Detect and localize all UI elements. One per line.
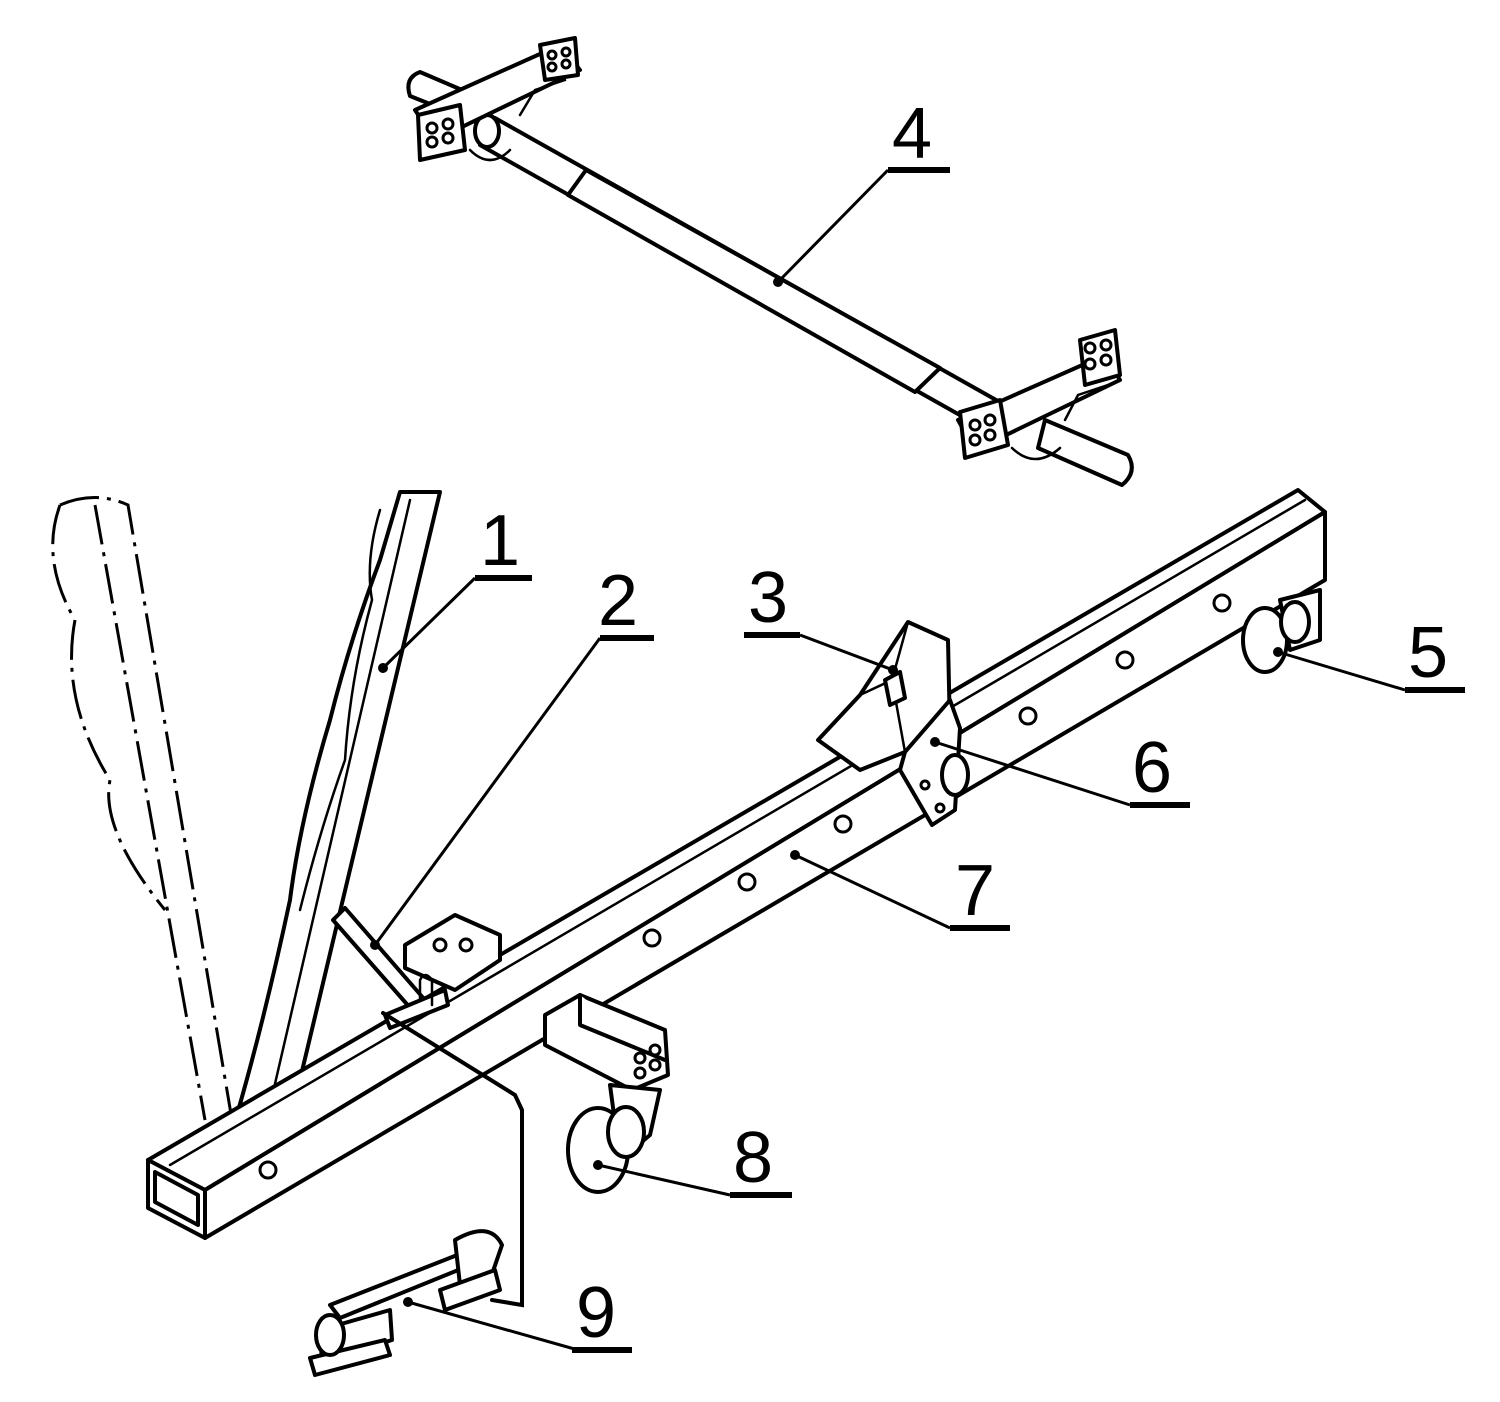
phantom-arm-break (51, 504, 167, 911)
leader-lines (370, 168, 1406, 1352)
callout-label-5: 5 (1408, 613, 1448, 693)
callout-label-6: 6 (1132, 728, 1172, 808)
rear-wheel (1241, 588, 1322, 674)
callout-8: 8 (730, 1118, 792, 1198)
rear-wheel-hub (1279, 600, 1311, 644)
callout-9: 9 (572, 1273, 632, 1353)
cradle-body (816, 620, 952, 772)
callout-5: 5 (1405, 613, 1465, 693)
lever-base-plate (308, 1338, 392, 1377)
left-clamp-block (416, 103, 467, 162)
hinge-stay (331, 906, 502, 1030)
pivot-block (403, 913, 502, 992)
callout-2: 2 (598, 561, 654, 641)
phantom-arm-edge (93, 504, 207, 1121)
caster-bracket-fold (578, 993, 667, 1062)
beam-end-opening (153, 1170, 200, 1227)
control-cable (381, 1011, 524, 1308)
cradle-bracket (816, 620, 952, 772)
callout-7: 7 (950, 851, 1010, 931)
right-saddle (1010, 446, 1062, 461)
left-bracket-arm (518, 78, 567, 117)
front-caster (543, 993, 670, 1194)
upright-arm-phantom (51, 496, 234, 1132)
callout-label-1: 1 (480, 501, 520, 581)
cross-bar-assembly (406, 36, 1134, 487)
callout-3: 3 (744, 558, 800, 638)
callout-label-3: 3 (748, 558, 788, 638)
right-clamp-block (958, 398, 1010, 460)
upright-arm-body (226, 490, 442, 1147)
caster-bracket (543, 993, 670, 1092)
pivot-pin (418, 973, 434, 1007)
phantom-arm-outline (59, 496, 234, 1132)
beam-edge-line (168, 498, 1307, 1167)
mounting-plate-eye (940, 753, 970, 797)
lever-spring (314, 1313, 346, 1357)
upright-arm (226, 490, 442, 1147)
callout-label-2: 2 (598, 561, 638, 641)
callout-1: 1 (475, 501, 532, 581)
upright-arm-edge (260, 498, 412, 1142)
callout-6: 6 (1130, 728, 1190, 808)
left-upper-block (538, 36, 580, 82)
mounting-plate (898, 698, 970, 827)
callout-4: 4 (888, 94, 950, 174)
caster-wheel-hub (606, 1105, 646, 1159)
callout-label-8: 8 (733, 1118, 773, 1198)
right-stub-tube (1036, 418, 1134, 487)
mounting-plate-body (898, 698, 962, 827)
tube-sleeve (566, 168, 942, 394)
main-beam (146, 488, 1327, 1240)
foot-lever (308, 1011, 524, 1377)
left-saddle (468, 148, 512, 162)
upright-arm-break (298, 508, 382, 912)
callout-label-9: 9 (576, 1273, 616, 1353)
lever-pivot-plate (438, 1268, 502, 1312)
cradle-pin (883, 670, 907, 707)
callout-label-7: 7 (955, 851, 995, 931)
right-bracket-arm (1063, 383, 1110, 422)
callout-label-4: 4 (892, 94, 932, 174)
